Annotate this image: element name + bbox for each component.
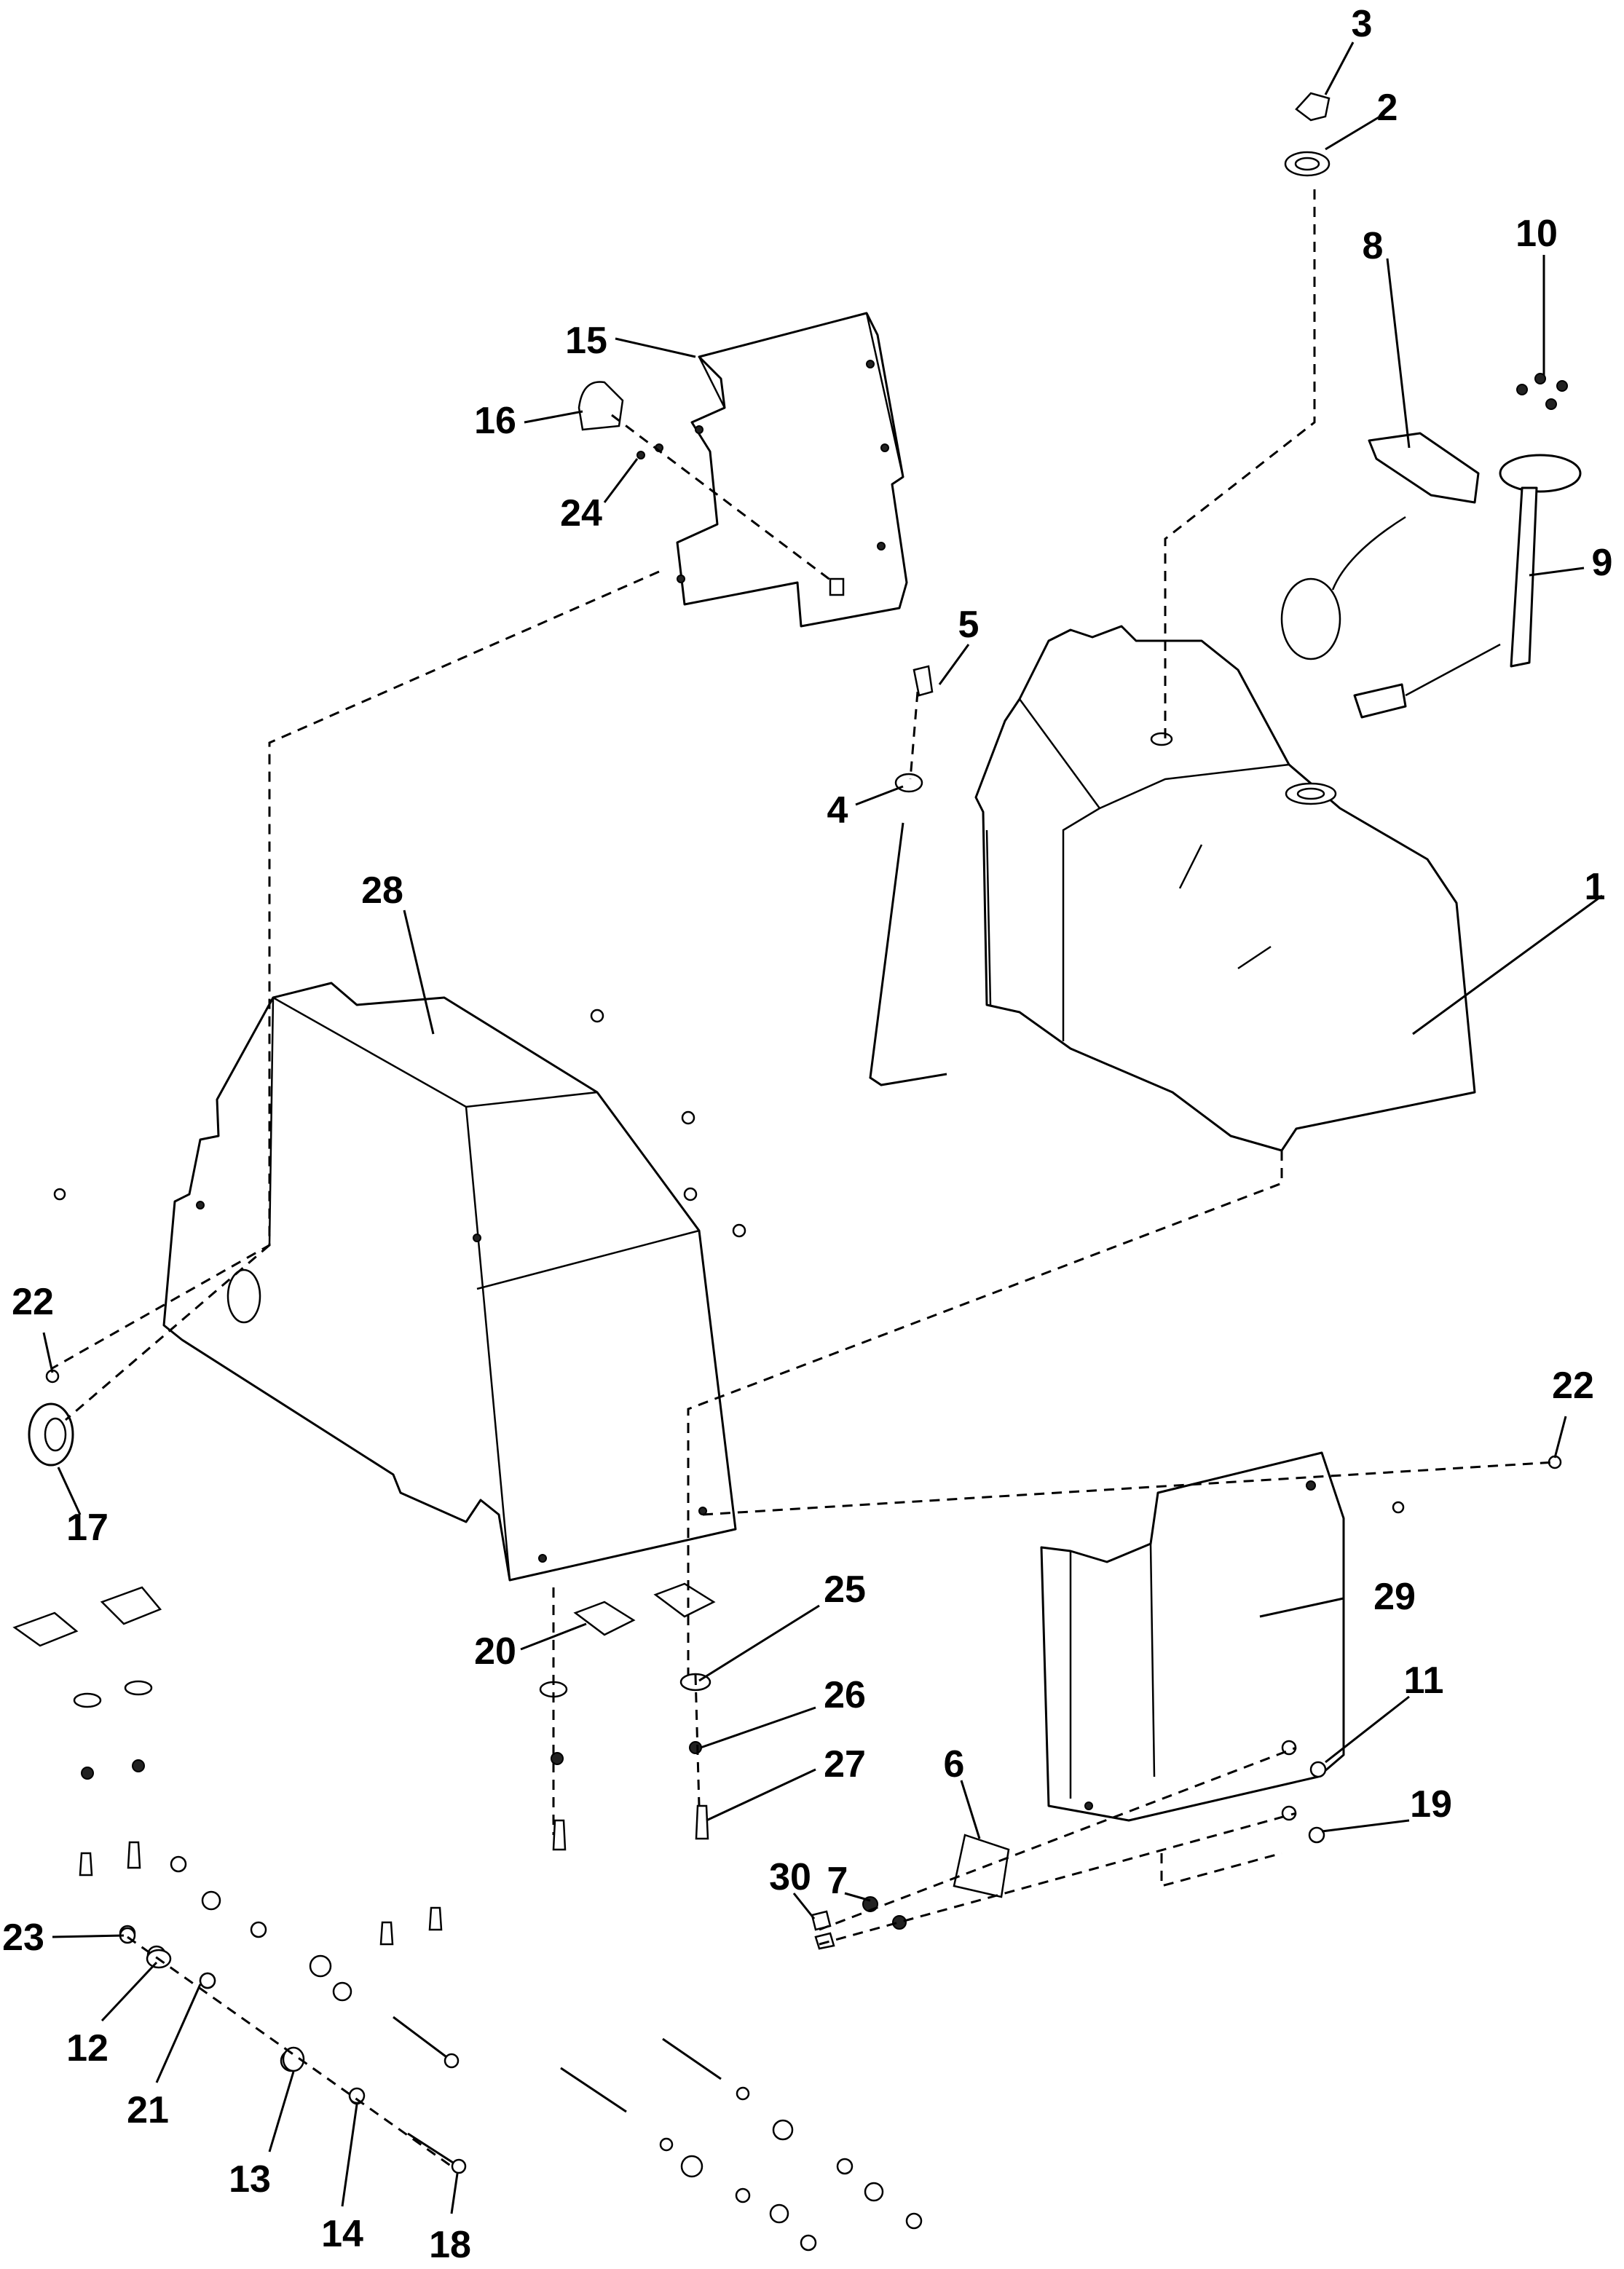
callout-3: 3 [1352,3,1373,45]
sender-part-8 [1280,432,1480,660]
gauge-part-9 [1353,454,1582,719]
callout-24: 24 [560,492,602,534]
callout-7: 7 [827,1860,848,1902]
callout-1: 1 [1585,866,1606,908]
callout-22-left: 22 [12,1281,54,1323]
callout-15: 15 [565,320,607,362]
leader-lines [42,42,1603,2214]
callout-16: 16 [474,400,516,442]
shroud-part-28 [162,982,737,1582]
bracket-part-15 [676,312,908,628]
panel-part-29 [1040,1451,1345,1822]
callout-23: 23 [2,1917,44,1959]
callout-27: 27 [824,1743,866,1785]
callout-4: 4 [827,789,848,832]
callout-30: 30 [769,1856,811,1898]
callout-29: 29 [1373,1576,1416,1618]
callout-6: 6 [944,1743,965,1785]
callout-8: 8 [1363,225,1384,267]
callout-11: 11 [1404,1660,1444,1702]
callout-21: 21 [127,2089,169,2131]
callout-10: 10 [1515,213,1558,255]
callout-13: 13 [229,2158,271,2201]
callout-14: 14 [321,2213,363,2255]
callout-12: 12 [66,2027,109,2069]
callout-18: 18 [429,2224,471,2266]
fuel-tank-part-1 [974,625,1476,1152]
callout-2: 2 [1377,87,1398,129]
callout-28: 28 [361,869,403,912]
hardware-parts [12,92,1568,2252]
callout-22-right: 22 [1552,1365,1594,1407]
callout-20: 20 [474,1630,516,1673]
assembly-lines [50,189,1556,2168]
callout-19: 19 [1410,1783,1452,1826]
callout-5: 5 [958,604,979,646]
callout-17: 17 [66,1507,109,1549]
callout-25: 25 [824,1568,866,1611]
callout-9: 9 [1592,542,1613,584]
callout-labels: 1 2 3 4 5 6 7 8 9 10 11 12 13 14 15 16 1… [2,3,1612,2266]
callout-26: 26 [824,1674,866,1716]
